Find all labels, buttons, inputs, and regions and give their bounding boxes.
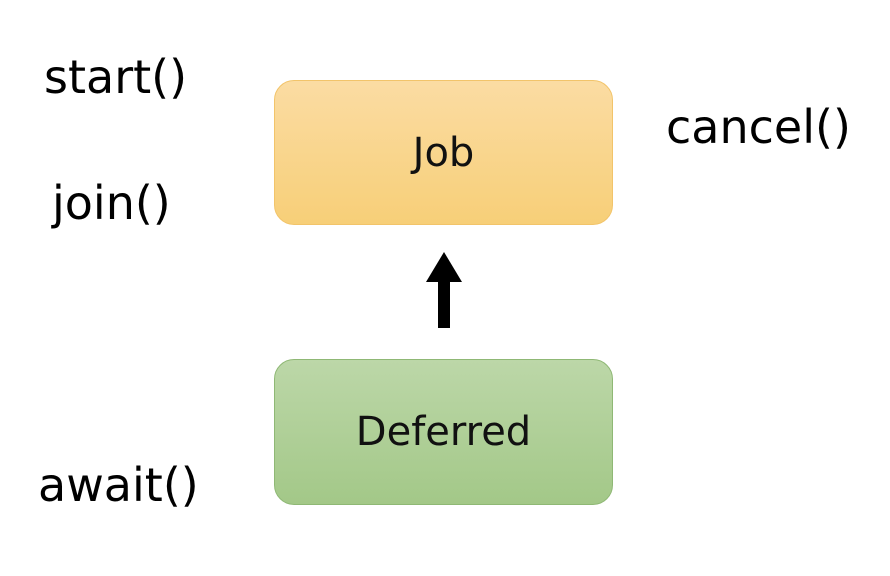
job-box-label: Job [412, 129, 475, 176]
start-method-label: start() [44, 50, 188, 104]
join-method-label: join() [52, 176, 171, 230]
arrow-shaft [438, 280, 450, 328]
inheritance-arrow-icon [426, 252, 462, 328]
arrow-head [426, 252, 462, 282]
await-method-label: await() [38, 458, 199, 512]
job-box: Job [274, 80, 613, 225]
deferred-box-label: Deferred [355, 409, 532, 455]
cancel-method-label: cancel() [666, 100, 851, 154]
deferred-box: Deferred [274, 359, 613, 505]
